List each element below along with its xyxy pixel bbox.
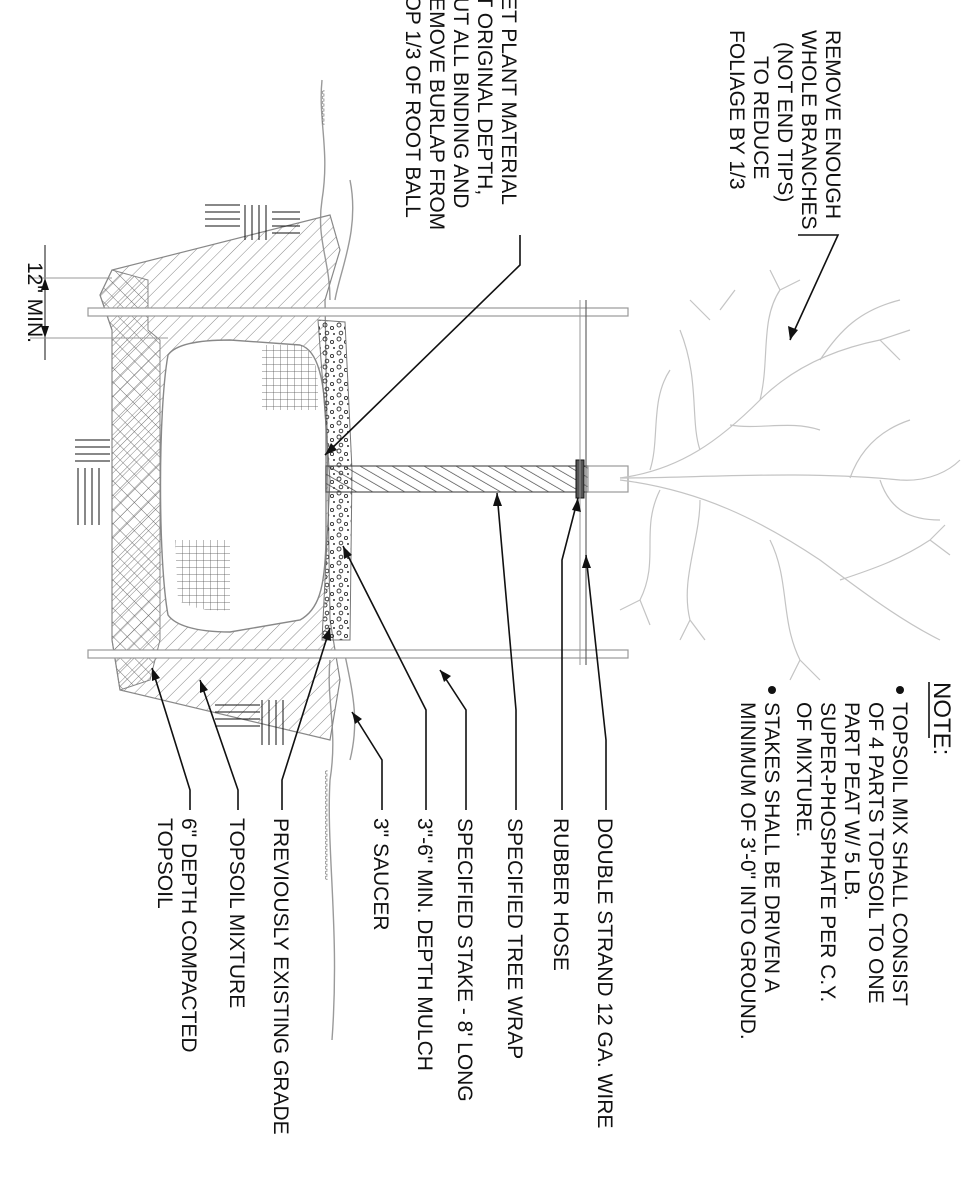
callout-hose: RUBBER HOSE (549, 818, 572, 971)
note-title: NOTE: (928, 682, 955, 755)
svg-text:TOP 1/3 OF ROOT BALL: TOP 1/3 OF ROOT BALL (401, 0, 424, 218)
svg-text:ᴗᴗᴗᴗᴗᴗᴗ: ᴗᴗᴗᴗᴗᴗᴗ (320, 90, 330, 125)
svg-text:WHOLE BRANCHES: WHOLE BRANCHES (797, 30, 820, 230)
callout-grade: PREVIOUSLY EXISTING GRADE (269, 818, 292, 1135)
svg-text:SUPER-PHOSPHATE PER C.Y.: SUPER-PHOSPHATE PER C.Y. (816, 702, 839, 1002)
callout-compacted: 6" DEPTH COMPACTED TOPSOIL (153, 818, 200, 1053)
wrap-label: SPECIFIED TREE WRAP (503, 818, 526, 1059)
note-block: NOTE: TOPSOIL MIX SHALL CONSIST OF 4 PAR… (736, 682, 955, 1040)
svg-text:6" DEPTH COMPACTED: 6" DEPTH COMPACTED (177, 818, 200, 1053)
tree-trunk (325, 300, 629, 665)
note-1-line-2: OF 4 PARTS TOPSOIL TO ONE (864, 702, 887, 1004)
compacted-line-1: 6" DEPTH COMPACTED (177, 818, 200, 1053)
min-depth-text: 12" MIN. (23, 262, 46, 343)
remove-branches-line-2: WHOLE BRANCHES (797, 30, 820, 230)
callout-saucer: 3" SAUCER (369, 818, 392, 931)
leader-lines (151, 234, 840, 810)
svg-text:FOLIAGE BY 1/3: FOLIAGE BY 1/3 (725, 30, 748, 190)
svg-text:PART PEAT W/ 5 LB.: PART PEAT W/ 5 LB. (840, 702, 863, 901)
svg-text:REMOVE ENOUGH: REMOVE ENOUGH (821, 30, 844, 219)
set-plant-line-1: SET PLANT MATERIAL (497, 0, 520, 205)
svg-text:MINIMUM OF 3'-0" INTO GROUND.: MINIMUM OF 3'-0" INTO GROUND. (736, 702, 759, 1040)
wire-label: DOUBLE STRAND 12 GA. WIRE (593, 818, 616, 1128)
callout-wrap: SPECIFIED TREE WRAP (503, 818, 526, 1059)
hose-label: RUBBER HOSE (549, 818, 572, 971)
grade-label: PREVIOUSLY EXISTING GRADE (269, 818, 292, 1135)
note-2-line-2: MINIMUM OF 3'-0" INTO GROUND. (736, 702, 759, 1040)
svg-text:TOPSOIL MIX SHALL CONSIST: TOPSOIL MIX SHALL CONSIST (888, 702, 911, 1006)
min-depth-dimension (30, 245, 168, 360)
svg-text:(NOT END TIPS): (NOT END TIPS) (773, 42, 796, 202)
mixture-label: TOPSOIL MIXTURE (225, 818, 248, 1008)
turf-symbols (75, 204, 300, 745)
stakes (87, 307, 629, 659)
label-set-plant: SET PLANT MATERIAL AT ORIGINAL DEPTH, CU… (401, 0, 520, 230)
label-min-depth: 12" MIN. (23, 262, 46, 343)
set-plant-line-2: AT ORIGINAL DEPTH, (473, 0, 496, 195)
note-1-line-1: TOPSOIL MIX SHALL CONSIST (888, 702, 911, 1006)
callout-stake: SPECIFIED STAKE - 8' LONG (453, 818, 476, 1102)
svg-text:REMOVE BURLAP FROM: REMOVE BURLAP FROM (425, 0, 448, 230)
note-1-line-5: OF MIXTURE. (792, 702, 815, 837)
note-2-line-1: STAKES SHALL BE DRIVEN A (760, 702, 783, 993)
bullet-icon (768, 686, 776, 694)
svg-text:CUT ALL BINDING AND: CUT ALL BINDING AND (449, 0, 472, 208)
remove-branches-line-1: REMOVE ENOUGH (821, 30, 844, 219)
callout-wire: DOUBLE STRAND 12 GA. WIRE (593, 818, 616, 1128)
note-1-line-4: SUPER-PHOSPHATE PER C.Y. (816, 702, 839, 1002)
remove-branches-line-4: TO REDUCE (749, 56, 772, 179)
svg-text:ᴗᴗᴗᴗᴗᴗᴗᴗᴗᴗᴗᴗᴗᴗᴗᴗᴗᴗᴗᴗᴗᴗ: ᴗᴗᴗᴗᴗᴗᴗᴗᴗᴗᴗᴗᴗᴗᴗᴗᴗᴗᴗᴗᴗᴗ (323, 770, 333, 880)
svg-text:OF 4 PARTS TOPSOIL TO ONE: OF 4 PARTS TOPSOIL TO ONE (864, 702, 887, 1004)
label-remove-branches: REMOVE ENOUGH WHOLE BRANCHES (NOT END TI… (725, 30, 844, 230)
note-1-line-3: PART PEAT W/ 5 LB. (840, 702, 863, 901)
svg-text:STAKES SHALL BE DRIVEN A: STAKES SHALL BE DRIVEN A (760, 702, 783, 993)
compacted-line-2: TOPSOIL (153, 818, 176, 909)
svg-text:AT ORIGINAL DEPTH,: AT ORIGINAL DEPTH, (473, 0, 496, 195)
svg-text:TO REDUCE: TO REDUCE (749, 56, 772, 179)
svg-text:SET PLANT MATERIAL: SET PLANT MATERIAL (497, 0, 520, 205)
saucer-label: 3" SAUCER (369, 818, 392, 931)
callout-mulch: 3"-6" MIN. DEPTH MULCH (413, 818, 436, 1071)
set-plant-line-4: REMOVE BURLAP FROM (425, 0, 448, 230)
tree-canopy (619, 269, 961, 681)
remove-branches-line-3: (NOT END TIPS) (773, 42, 796, 202)
planting-pit (99, 214, 353, 741)
set-plant-line-5: TOP 1/3 OF ROOT BALL (401, 0, 424, 218)
set-plant-line-3: CUT ALL BINDING AND (449, 0, 472, 208)
callout-mixture: TOPSOIL MIXTURE (225, 818, 248, 1008)
bullet-icon (896, 686, 904, 694)
svg-text:TOPSOIL: TOPSOIL (153, 818, 176, 909)
mulch-label: 3"-6" MIN. DEPTH MULCH (413, 818, 436, 1071)
remove-branches-line-5: FOLIAGE BY 1/3 (725, 30, 748, 190)
svg-text:OF MIXTURE.: OF MIXTURE. (792, 702, 815, 837)
stake-label: SPECIFIED STAKE - 8' LONG (453, 818, 476, 1102)
